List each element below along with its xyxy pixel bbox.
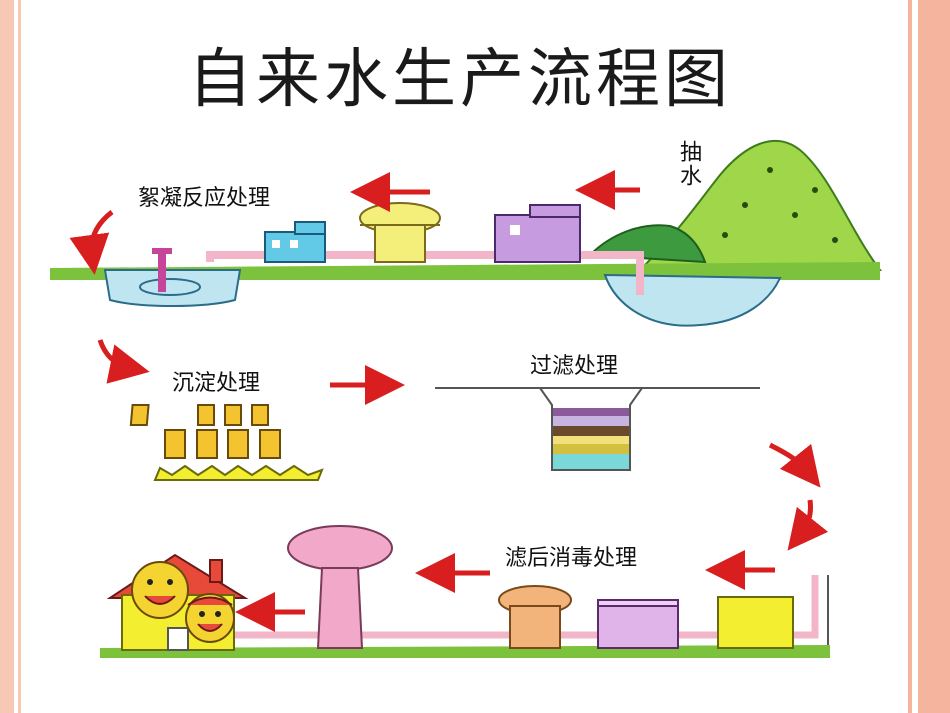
coagulation-basin	[103, 248, 242, 307]
orange-tank	[498, 585, 572, 649]
label-disinfection: 滤后消毒处理	[505, 546, 638, 571]
arrow-filter-down-2	[787, 499, 829, 551]
label-pump: 抽水	[676, 140, 701, 188]
label-sedimentation: 沉淀处理	[172, 371, 261, 396]
mountain	[587, 140, 882, 271]
label-coagulation: 絮凝反应处理	[138, 186, 271, 211]
purple-tank	[597, 599, 679, 649]
bottom-pipe	[230, 575, 829, 645]
label-filtration: 过滤处理	[530, 354, 619, 379]
left-border	[0, 0, 21, 713]
filter-tank	[435, 387, 760, 471]
smiling-faces-icon	[131, 561, 235, 643]
arrow-to-sedimentation	[97, 339, 150, 384]
page-title: 自来水生产流程图	[188, 43, 732, 117]
reservoir	[603, 273, 782, 327]
sedimentation-plates	[129, 404, 324, 481]
right-border	[908, 0, 950, 713]
purple-building	[494, 204, 581, 263]
water-tower	[287, 525, 393, 649]
yellow-tank	[717, 596, 794, 649]
arrow-down-coagulation	[69, 210, 114, 275]
arrow-filter-down-1	[768, 442, 821, 488]
cyan-building	[264, 221, 326, 263]
